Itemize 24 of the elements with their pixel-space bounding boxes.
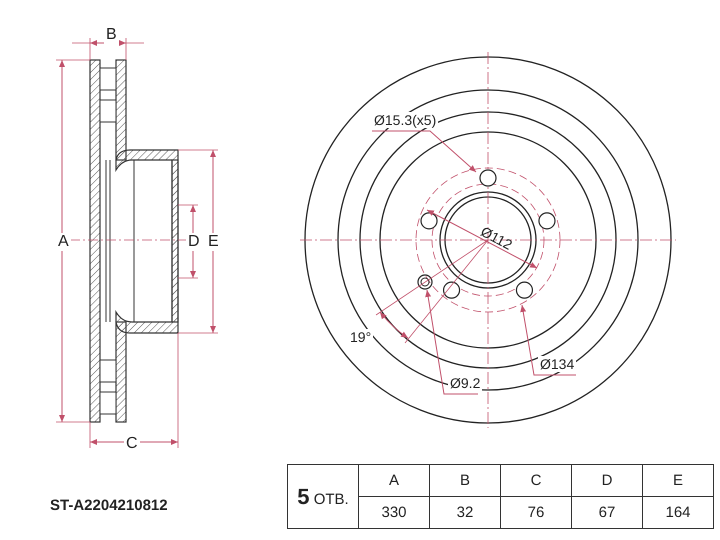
table-cell: 164 bbox=[642, 496, 714, 528]
table-cell: 330 bbox=[358, 496, 430, 528]
callout-text: Ø134 bbox=[538, 356, 576, 372]
leader-line bbox=[372, 130, 476, 172]
leader-line bbox=[425, 290, 478, 394]
table-cell: 32 bbox=[430, 496, 500, 528]
table-header-cell: D bbox=[572, 464, 642, 496]
table-header-cell: B bbox=[430, 464, 500, 496]
angle-label: 19° bbox=[348, 329, 374, 345]
dimension-label: D bbox=[186, 233, 202, 251]
dimension-label: B bbox=[104, 26, 119, 44]
dimension-label: E bbox=[206, 233, 221, 251]
table-cell: 5 ОТВ. bbox=[288, 464, 358, 528]
leader-line bbox=[520, 304, 576, 376]
table-cell: 67 bbox=[572, 496, 642, 528]
table-header-cell: E bbox=[642, 464, 714, 496]
table-cell: 76 bbox=[500, 496, 572, 528]
callout-text: Ø9.2 bbox=[448, 375, 482, 391]
dimension-label: A bbox=[56, 233, 71, 251]
table-header-cell: A bbox=[358, 464, 430, 496]
part-number: ST-A2204210812 bbox=[50, 498, 168, 513]
callout-text: Ø15.3(x5) bbox=[372, 112, 438, 128]
dimension-label: Ø112 bbox=[477, 222, 516, 254]
table-header-cell: C bbox=[500, 464, 572, 496]
